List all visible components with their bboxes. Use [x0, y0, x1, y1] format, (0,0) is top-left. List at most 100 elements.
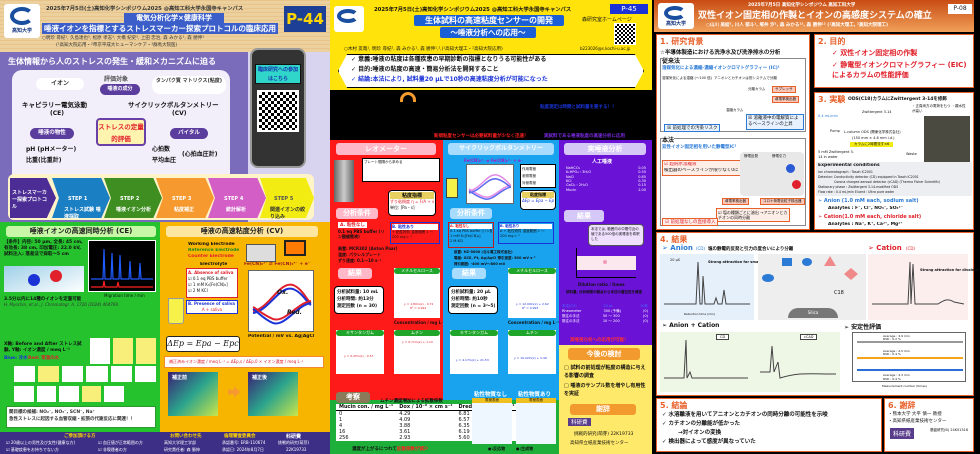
cell: 4: [339, 423, 343, 429]
ce-conditions: 【条件】内径: 50 μm, 全長: 45 cm, 有効長: 38 cm, 印加…: [4, 240, 83, 257]
cell: 16: [339, 429, 346, 435]
cation-conditions: ➢ Cation(1.0 mM each, chloride salt): [818, 214, 922, 220]
cv-reaction: Fe(CN)₆³⁻ ⇄ Fe(CN)₆⁴⁻ + e⁻: [464, 158, 523, 163]
no-viscous-diagram: 電極表面: [472, 398, 512, 444]
delta-ep-formula: ΔEp = Epa − Epc: [166, 336, 240, 352]
proposed-box: [660, 138, 806, 226]
step-5-label: 関連イオンの絞り込み: [270, 207, 306, 220]
conventional-label: 従来法: [662, 56, 681, 65]
column-dims: (150 mm × 4.6 mm i.d.): [852, 136, 895, 140]
waste-label: Waste: [906, 152, 917, 156]
vital-pill: バイタル: [170, 128, 208, 139]
zwitterion-diagram: 静電反発 静電引力: [740, 152, 804, 196]
poster-p45: 2025年7月5日(土)高知化学シンポジウム2025 @高知工科大学永国寺キャン…: [330, 0, 652, 454]
viscosity-formula: ずり粘稠度 η = F/A ÷ v/h: [390, 199, 434, 204]
contact-line: 高知大学理工学部: [164, 440, 196, 445]
step-1-num: STEP 1: [68, 196, 88, 202]
p45-title: 生体試料の高速粘度センサーの開発: [414, 15, 564, 26]
poster-p44: 高知大学 2025年7月5日(土)高知化学シンポジウム2025 @高知工科大学永…: [0, 0, 330, 454]
prop-pt1b: 検出器のベースラインが限りなく0に: [664, 168, 739, 173]
ack-line: 高知県立紙産業技術センター: [570, 441, 629, 446]
cell: 0.85: [638, 175, 646, 179]
kochi-university-logo: 高知大学: [658, 3, 694, 29]
sec6-title: 6. 謝辞: [888, 401, 916, 410]
cd-label: CD: [716, 334, 730, 340]
grant-line: 22K19733: [286, 447, 307, 452]
range: 掃引範囲: -400 mV～800 mV: [454, 262, 506, 266]
cv-abbr: (CV): [172, 110, 187, 117]
prop-point-3: ☑ 塩の種類ごとに溶出 →アニオンとカチオンの同時分離: [716, 208, 790, 222]
dilution-plot: [576, 248, 636, 278]
condA-item: 0.1 eq PBS buffer (リン酸緩衝液): [450, 229, 492, 233]
kakenhi-logo: 科研費: [890, 428, 915, 439]
legend-blue: Blue: 冷水: [4, 356, 28, 361]
note-red: 拡散係数が減少: [396, 447, 429, 452]
saliva-pill: 唾液の成分: [100, 84, 140, 95]
analysis-time: 分析時間: 約13分: [337, 297, 374, 302]
qr-code[interactable]: [614, 23, 636, 45]
sec5-title: 5. 結論: [660, 401, 688, 410]
cell: 既往の手法: [562, 319, 580, 323]
candidates-box: 関目標の候補: NO₂⁻, NO₃⁻, SCN⁻, Na⁺ 急性ストレスに起因す…: [6, 406, 156, 428]
ce-axis-label: Migration time / min: [104, 293, 145, 298]
cv-label: サイクリックボルタンメトリー: [128, 101, 219, 109]
discussion-title: 考察: [336, 392, 370, 403]
purpose-section: [814, 34, 974, 88]
conclusion-item: →対イオンの変換: [678, 430, 722, 436]
repel-label: 静電反発: [744, 154, 758, 158]
email[interactable]: b223026@s.kochi-u.ac.jp: [580, 46, 631, 51]
cell: 0: [339, 411, 343, 417]
rheometer-setup: プレート間隔から求める: [362, 158, 440, 182]
cond-label: 分析条件: [450, 208, 492, 219]
step-5: [260, 178, 314, 218]
cell: 50 ～ 300: [602, 314, 620, 318]
key-points-box: ✓ 意義:唾液の粘度は各種疾患の早期診断の指標となりうる可能性がある ✓ 目的:…: [338, 54, 644, 88]
viscosity-index-box: 粘度指標 ずり粘稠度 η = F/A ÷ v/h 単位: [Pa・s]: [388, 190, 436, 216]
future-item: □ 試料の前処理が粘度の構造に与える影響の調査: [564, 365, 646, 379]
col-header: Mucin con. / mg L⁻¹: [339, 404, 394, 410]
stability-xlabel: Measurement number (times): [882, 384, 927, 388]
candidates: 関目標の候補: NO₂⁻, NO₃⁻, SCN⁻, Na⁺: [9, 410, 95, 415]
device: 装置: MCR302 (Anton Paar): [338, 246, 398, 251]
detector-label: コロナ荷電化粒子検出器: [760, 198, 805, 205]
p44-footer: [0, 432, 330, 454]
xlabel: Concentration / mg L⁻¹: [394, 320, 446, 325]
plot-eq: y = 0.71ln(x) + 1.13: [402, 340, 433, 344]
conv-label: 濃縮カラム: [726, 108, 744, 112]
ce-abbr: (CE): [50, 110, 64, 117]
cell: 3.88: [399, 423, 411, 429]
ph-label: pH (pHメーター): [26, 146, 77, 153]
cell: (0): [643, 314, 648, 318]
runs: 測定回数 (n = 30): [337, 304, 378, 309]
stab-avg: Average : 4.9 min: [883, 334, 910, 338]
col-header: Dox / 10⁻⁶ × cm s⁻¹: [399, 404, 453, 410]
ce-axes-note: X軸: Before and After ストレス試験, Y軸: イオン濃度 /…: [4, 342, 82, 353]
dilution-xlabel: Dilution ratio / times: [578, 282, 625, 287]
cell: KCl: [566, 179, 572, 183]
acknowledgment-section: [884, 398, 974, 452]
point-purpose: ✓ 目的:唾液の粘度の高速・簡易分析法を開発すること: [351, 66, 499, 73]
cell: 0.05: [638, 166, 646, 170]
rheo-result-box: 分析試料量: 10 mL 分析時間: 約13分 測定回数 (n = 30): [334, 286, 384, 314]
mini-plots-row1: [90, 338, 156, 364]
stab-rsd: RSD : 0.4 %: [883, 352, 901, 356]
plot-r2: R² = 0.924: [410, 306, 427, 310]
plot-eq: y = 4.17ln(x) + 21.53: [456, 358, 489, 362]
p45-authors: ○木村 友哉¹, 明珍 尋紀², 森 みかる¹, 森 勝伸¹,²,(¹高知大理工…: [344, 47, 503, 52]
electrochemical-cell: [168, 298, 184, 324]
artificial-saliva-title: 人工唾液: [592, 159, 613, 165]
ce-separation-diagram: [4, 266, 84, 292]
qr-code[interactable]: [257, 90, 299, 132]
potentiostat-icon: [246, 244, 276, 262]
cation-title: ➢ Cation: [868, 244, 902, 252]
plot-mucin-cv: ムチン y = 10.22ln(x) + 3.49: [508, 330, 556, 374]
step-1-label: ストレス試験 唾液採取: [64, 207, 101, 220]
stress-eval-center: ストレスの定量的評価: [96, 118, 146, 146]
lab-homepage[interactable]: 森研究室ホームページ: [582, 17, 632, 23]
stability-chart: Average : 4.9 min RSD : 0.2 % Average : …: [852, 332, 966, 382]
condB-box: B. 粘性あり + 粘性物質 濃度範囲 1 ～ 200 mg L⁻¹: [390, 222, 440, 244]
column-photo: [924, 116, 970, 164]
qr-phone-frame: 臨床研究への参加はこちら: [250, 48, 306, 168]
condB-item: + 粘性物質 濃度範囲 1 ～ 200 mg L⁻¹: [392, 230, 434, 239]
